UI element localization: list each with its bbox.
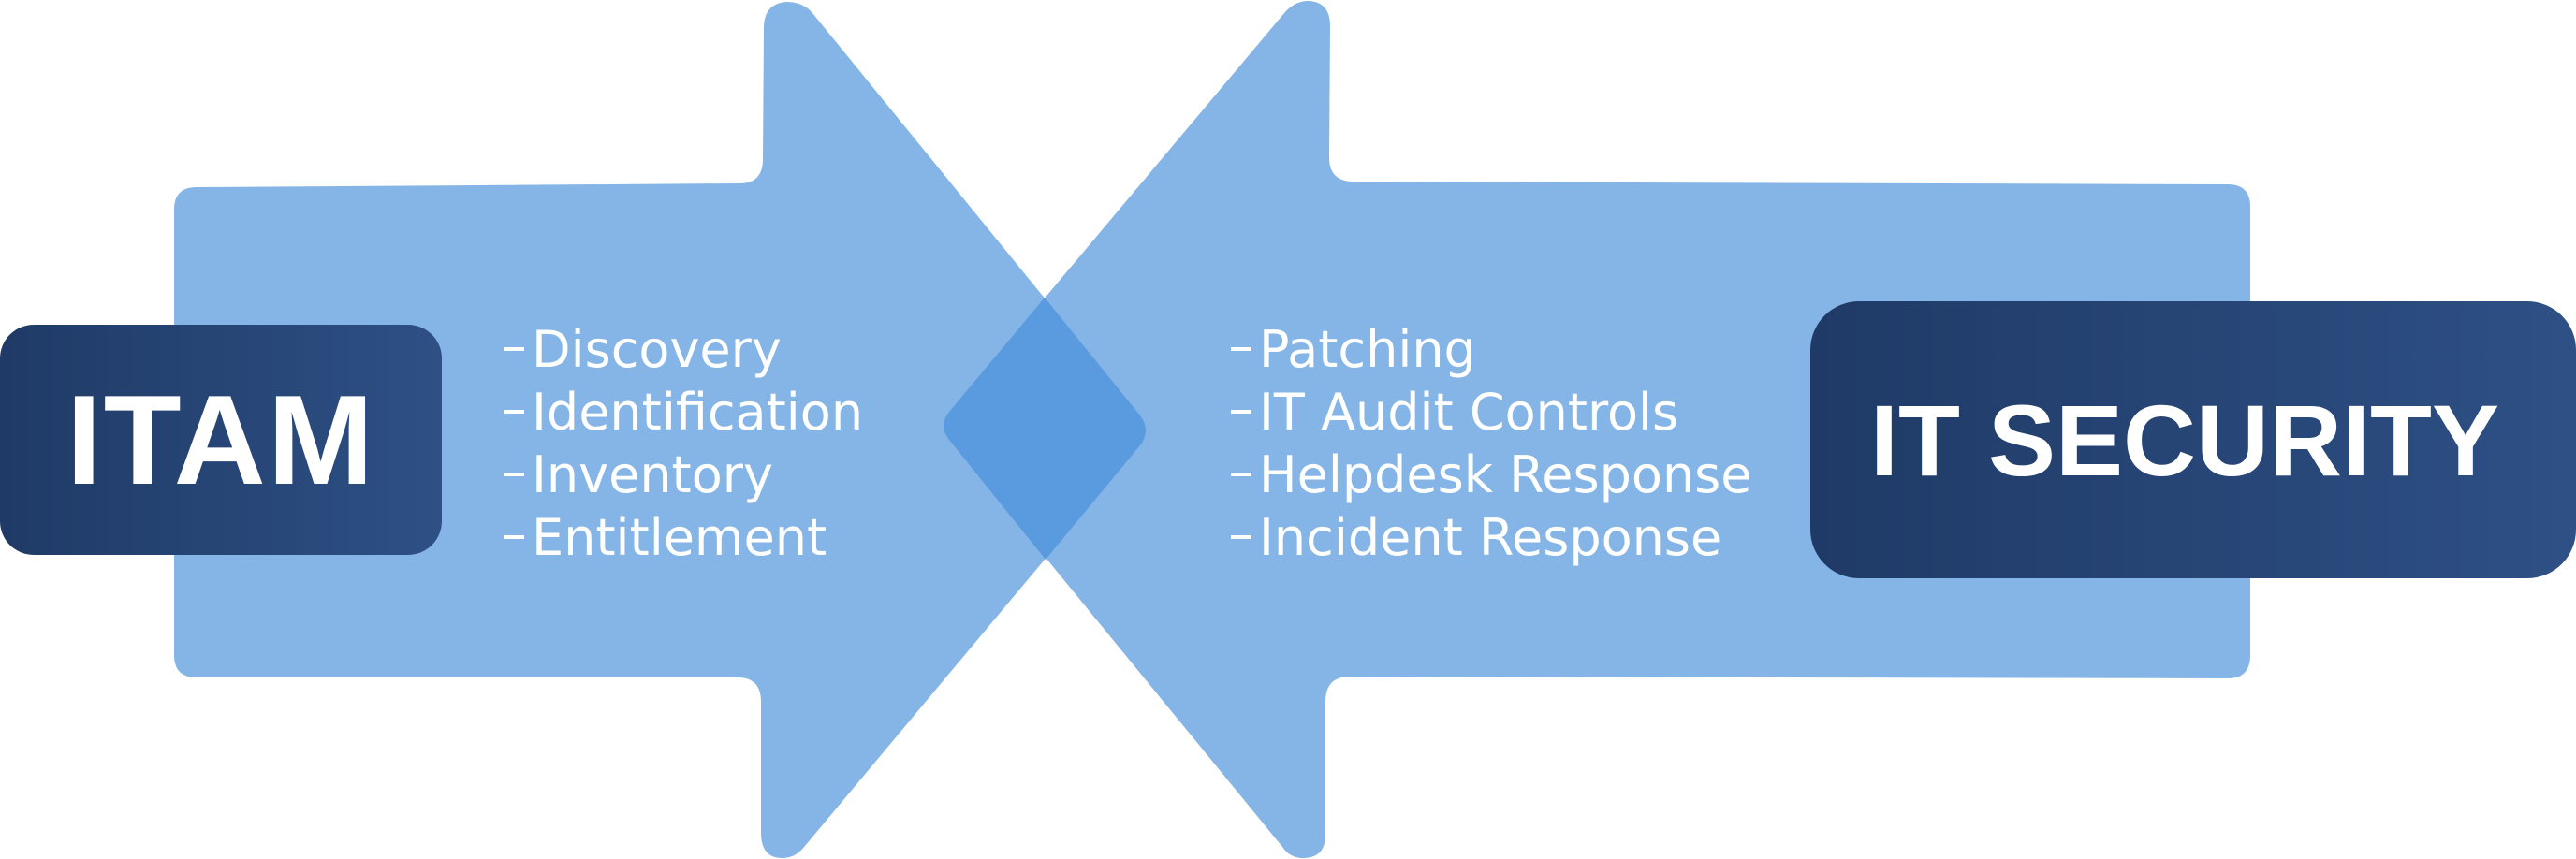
list-item: IT Audit Controls xyxy=(1231,381,1752,444)
list-item-label: Entitlement xyxy=(532,508,827,567)
itam-capabilities-list: Discovery Identification Inventory Entit… xyxy=(504,318,863,569)
itam-label-box: ITAM xyxy=(0,325,442,555)
it-security-label-box: IT SECURITY xyxy=(1810,301,2576,578)
list-item-label: Helpdesk Response xyxy=(1259,445,1752,504)
dash-icon xyxy=(1231,410,1251,415)
dash-icon xyxy=(504,347,524,352)
list-item: Helpdesk Response xyxy=(1231,444,1752,506)
list-item: Entitlement xyxy=(504,506,863,569)
list-item-label: Identification xyxy=(532,383,864,442)
dash-icon xyxy=(504,535,524,540)
dash-icon xyxy=(504,410,524,415)
dash-icon xyxy=(1231,535,1251,540)
dash-icon xyxy=(1231,347,1251,352)
list-item: Discovery xyxy=(504,318,863,381)
itam-title: ITAM xyxy=(66,369,376,511)
list-item-label: Inventory xyxy=(532,445,773,504)
list-item: Incident Response xyxy=(1231,506,1752,569)
it-security-capabilities-list: Patching IT Audit Controls Helpdesk Resp… xyxy=(1231,318,1752,569)
list-item-label: Discovery xyxy=(532,320,782,379)
it-security-arrow-shape xyxy=(944,1,2250,858)
itam-arrow-shape xyxy=(174,2,1146,858)
list-item-label: IT Audit Controls xyxy=(1259,383,1679,442)
list-item: Patching xyxy=(1231,318,1752,381)
it-security-title: IT SECURITY xyxy=(1869,383,2500,497)
overlap-diamond xyxy=(944,298,1146,560)
dash-icon xyxy=(1231,473,1251,477)
list-item-label: Incident Response xyxy=(1259,508,1722,567)
list-item-label: Patching xyxy=(1259,320,1476,379)
dash-icon xyxy=(504,473,524,477)
list-item: Inventory xyxy=(504,444,863,506)
list-item: Identification xyxy=(504,381,863,444)
